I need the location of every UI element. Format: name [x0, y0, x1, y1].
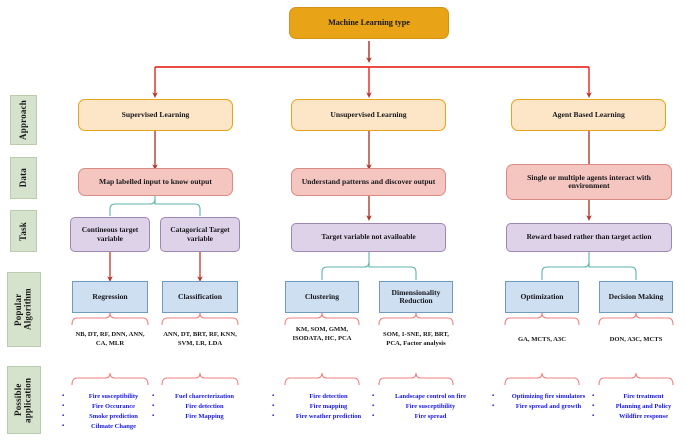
row-label-popular-algorithm-text: Popular Algorithm — [13, 288, 33, 331]
application-list-regression: Fire susceptibilityFire OccuranceSmoke p… — [62, 391, 156, 432]
data-node-agent-based-label: Single or multiple agents interact with … — [527, 172, 651, 190]
application-item: Fire weather prediction — [272, 412, 376, 422]
algorithm-node-dimensionality-reduction-label: Dimensionality Reduction — [391, 287, 441, 305]
application-item: Fire spread and growth — [492, 402, 596, 412]
application-item: Fire detection — [152, 402, 248, 412]
application-item: Smoke prediction — [62, 412, 156, 422]
algorithm-node-clustering-label: Clustering — [304, 291, 340, 301]
data-node-agent-based[interactable]: Single or multiple agents interact with … — [506, 164, 672, 200]
data-node-unsupervised-label: Understand patterns and discover output — [301, 176, 436, 186]
algorithm-node-clustering[interactable]: Clustering — [285, 281, 359, 313]
row-label-data: Data — [10, 157, 37, 199]
application-item: Fire Mapping — [152, 412, 248, 422]
task-node-categorical-target-variable-label: Catagorical Target variable — [170, 225, 230, 243]
application-list-decision-making: Fire treatmentPlanning and PolicyWildfir… — [592, 391, 685, 422]
task-node-target-variable-not-available[interactable]: Target variable not availoable — [291, 223, 446, 252]
application-item: Wildfire response — [592, 412, 685, 422]
data-node-supervised[interactable]: Map labelled input to know output — [78, 168, 233, 196]
application-item: Fire detection — [272, 391, 376, 402]
algorithm-node-classification-label: Classification — [178, 291, 222, 301]
algorithm-list-clustering-text: KM, SOM, GMM, ISODATA, HC, PCA — [292, 326, 352, 342]
application-list-dimensionality-reduction: Landscape control on fireFire susceptibi… — [372, 391, 480, 422]
application-list-clustering: Fire detectionFire mappingFire weather p… — [272, 391, 376, 422]
approach-node-supervised[interactable]: Supervised Learning — [78, 99, 233, 131]
algorithm-node-decision-making[interactable]: Decision Making — [599, 281, 673, 313]
algorithm-list-optimization-text: GA, MCTS, A3C — [518, 336, 566, 343]
row-label-popular-algorithm: Popular Algorithm — [7, 272, 41, 347]
algorithm-node-dimensionality-reduction[interactable]: Dimensionality Reduction — [379, 281, 453, 313]
algorithm-node-decision-making-label: Decision Making — [608, 291, 664, 301]
algorithm-list-regression-text: NB, DT, RF, DNN, ANN, CA, MLR — [75, 331, 145, 347]
algorithm-list-optimization: GA, MCTS, A3C — [504, 336, 580, 345]
algorithm-node-optimization-label: Optimization — [520, 291, 564, 301]
application-list-clustering-items: Fire detectionFire mappingFire weather p… — [272, 391, 376, 422]
task-node-reward-based-label: Reward based rather than target action — [526, 232, 652, 242]
data-node-supervised-label: Map labelled input to know output — [99, 176, 212, 186]
approach-node-unsupervised[interactable]: Unsupervised Learning — [291, 99, 446, 131]
application-list-classification-items: Fuel charecterizationFire detectionFire … — [152, 391, 248, 422]
application-item: Fire treatment — [592, 391, 685, 402]
approach-node-supervised-label: Supervised Learning — [121, 109, 190, 119]
data-node-unsupervised[interactable]: Understand patterns and discover output — [291, 168, 446, 196]
algorithm-list-clustering: KM, SOM, GMM, ISODATA, HC, PCA — [284, 326, 360, 344]
approach-node-agent-based[interactable]: Agent Based Learning — [511, 99, 666, 131]
algorithm-list-dimensionality-reduction-text: SOM, 1-SNE, RF, BRT, PCA, Factor analysi… — [383, 331, 449, 347]
root-node-label: Machine Learning type — [328, 18, 410, 28]
algorithm-list-classification: ANN, DT, BRT, RF, KNN, SVM, LR, LDA — [160, 331, 240, 349]
algorithm-list-classification-text: ANN, DT, BRT, RF, KNN, SVM, LR, LDA — [163, 331, 237, 347]
row-label-task-text: Task — [17, 221, 28, 241]
row-label-approach: Approach — [10, 95, 37, 145]
algorithm-list-decision-making-text: DON, A3C, MCTS — [609, 336, 663, 343]
application-item: Fire mapping — [272, 402, 376, 412]
application-list-optimization-items: Optimizing fire simulatorsFire spread an… — [492, 391, 596, 412]
approach-node-agent-based-label: Agent Based Learning — [552, 109, 625, 119]
row-label-data-text: Data — [17, 168, 28, 188]
algorithm-node-regression-label: Regression — [92, 291, 128, 301]
application-item: Cilmate Change — [62, 422, 156, 432]
approach-node-unsupervised-label: Unsupervised Learning — [330, 109, 407, 119]
root-node-machine-learning-type[interactable]: Machine Learning type — [289, 7, 449, 39]
row-label-possible-application-text: Possible application — [13, 377, 33, 423]
application-list-optimization: Optimizing fire simulatorsFire spread an… — [492, 391, 596, 412]
application-item: Optimizing fire simulators — [492, 391, 596, 402]
row-label-possible-application: Possible application — [7, 366, 41, 434]
application-list-decision-making-items: Fire treatmentPlanning and PolicyWildfir… — [592, 391, 685, 422]
application-list-classification: Fuel charecterizationFire detectionFire … — [152, 391, 248, 422]
task-node-reward-based[interactable]: Reward based rather than target action — [506, 223, 672, 252]
algorithm-node-regression[interactable]: Regression — [72, 281, 148, 313]
row-label-task: Task — [10, 210, 37, 252]
algorithm-list-regression: NB, DT, RF, DNN, ANN, CA, MLR — [70, 331, 150, 349]
application-item: Planning and Policy — [592, 402, 685, 412]
application-item: Fire susceptibility — [372, 402, 480, 412]
application-item: Fire Occurance — [62, 402, 156, 412]
application-item: Landscape control on fire — [372, 391, 480, 402]
task-node-categorical-target-variable[interactable]: Catagorical Target variable — [160, 217, 240, 252]
algorithm-node-classification[interactable]: Classification — [162, 281, 238, 313]
algorithm-list-dimensionality-reduction: SOM, 1-SNE, RF, BRT, PCA, Factor analysi… — [376, 331, 456, 349]
task-node-continuous-target-variable-label: Contineous target variable — [81, 225, 139, 243]
algorithm-list-decision-making: DON, A3C, MCTS — [598, 336, 674, 345]
application-item: Fire spread — [372, 412, 480, 422]
algorithm-node-optimization[interactable]: Optimization — [505, 281, 579, 313]
row-label-approach-text: Approach — [17, 100, 28, 140]
task-node-target-variable-not-available-label: Target variable not availoable — [321, 232, 416, 242]
task-node-continuous-target-variable[interactable]: Contineous target variable — [70, 217, 150, 252]
application-item: Fuel charecterization — [152, 391, 248, 402]
application-item: Fire susceptibility — [62, 391, 156, 402]
application-list-dimensionality-reduction-items: Landscape control on fireFire susceptibi… — [372, 391, 480, 422]
application-list-regression-items: Fire susceptibilityFire OccuranceSmoke p… — [62, 391, 156, 432]
